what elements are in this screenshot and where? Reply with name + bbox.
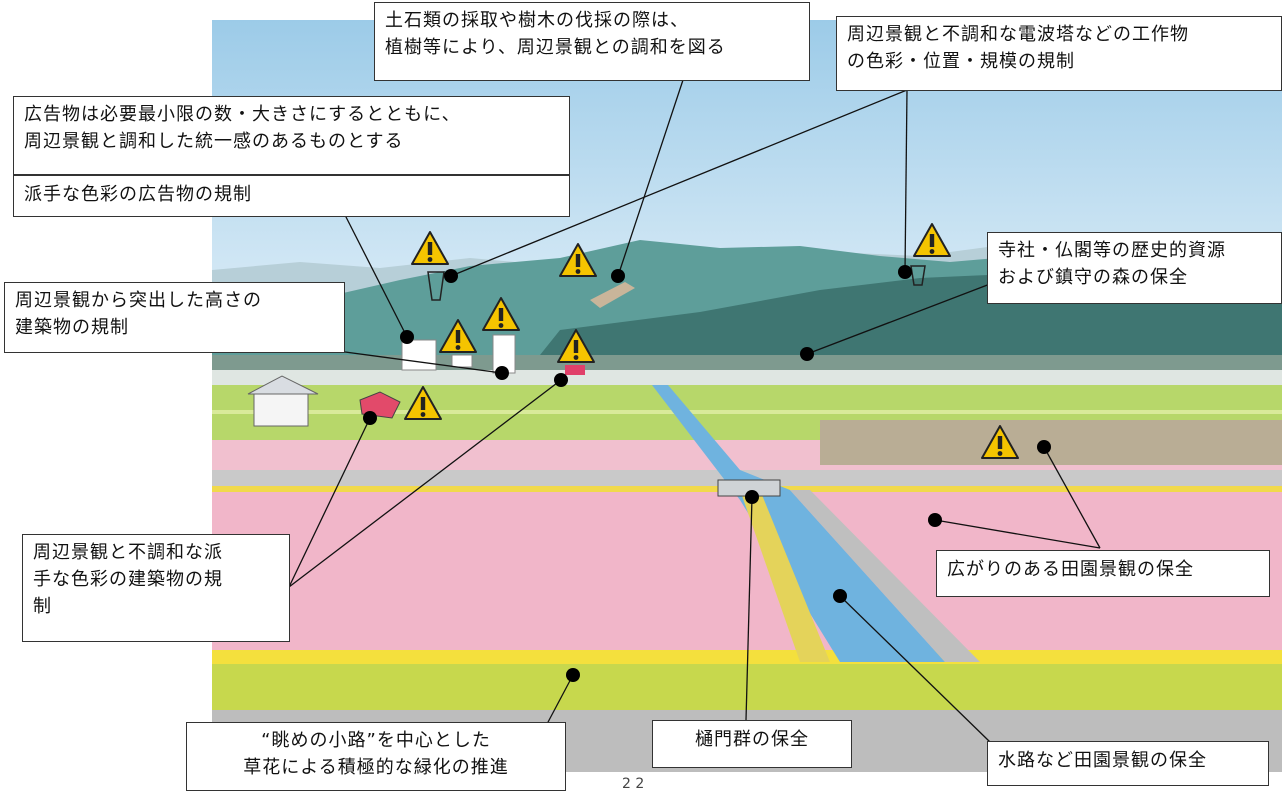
callout-sluice: 樋門群の保全 <box>652 720 852 768</box>
callout-ads-color: 派手な色彩の広告物の規制 <box>13 175 570 217</box>
dot-marker <box>363 265 1051 682</box>
page-number: 2 2 <box>622 776 645 792</box>
callout-ads-minimum: 広告物は必要最小限の数・大きさにするとともに、 周辺景観と調和した統一感のあるも… <box>13 96 570 175</box>
callout-tower: 周辺景観と不調和な電波塔などの工作物 の色彩・位置・規模の規制 <box>836 16 1282 91</box>
callout-soil-tree: 土石類の採取や樹木の伐採の際は、 植樹等により、周辺景観との調和を図る <box>374 2 810 81</box>
callout-rural-landscape: 広がりのある田園景観の保全 <box>936 550 1270 597</box>
radio-tower <box>427 271 445 301</box>
white-house <box>253 391 309 427</box>
radio-tower <box>910 265 926 286</box>
callout-path-greening: “眺めの小路”を中心とした 草花による積極的な緑化の推進 <box>186 722 566 791</box>
red-building <box>565 365 585 375</box>
callout-height: 周辺景観から突出した高さの 建築物の規制 <box>4 282 345 353</box>
excavation-scar <box>590 282 635 308</box>
billboard <box>401 339 437 371</box>
callout-building-color: 周辺景観と不調和な派 手な色彩の建築物の規 制 <box>22 534 290 642</box>
waterway <box>652 385 945 662</box>
callout-waterway: 水路など田園景観の保全 <box>987 741 1269 786</box>
callout-shrine: 寺社・仏閣等の歴史的資源 および鎮守の森の保全 <box>987 232 1282 304</box>
